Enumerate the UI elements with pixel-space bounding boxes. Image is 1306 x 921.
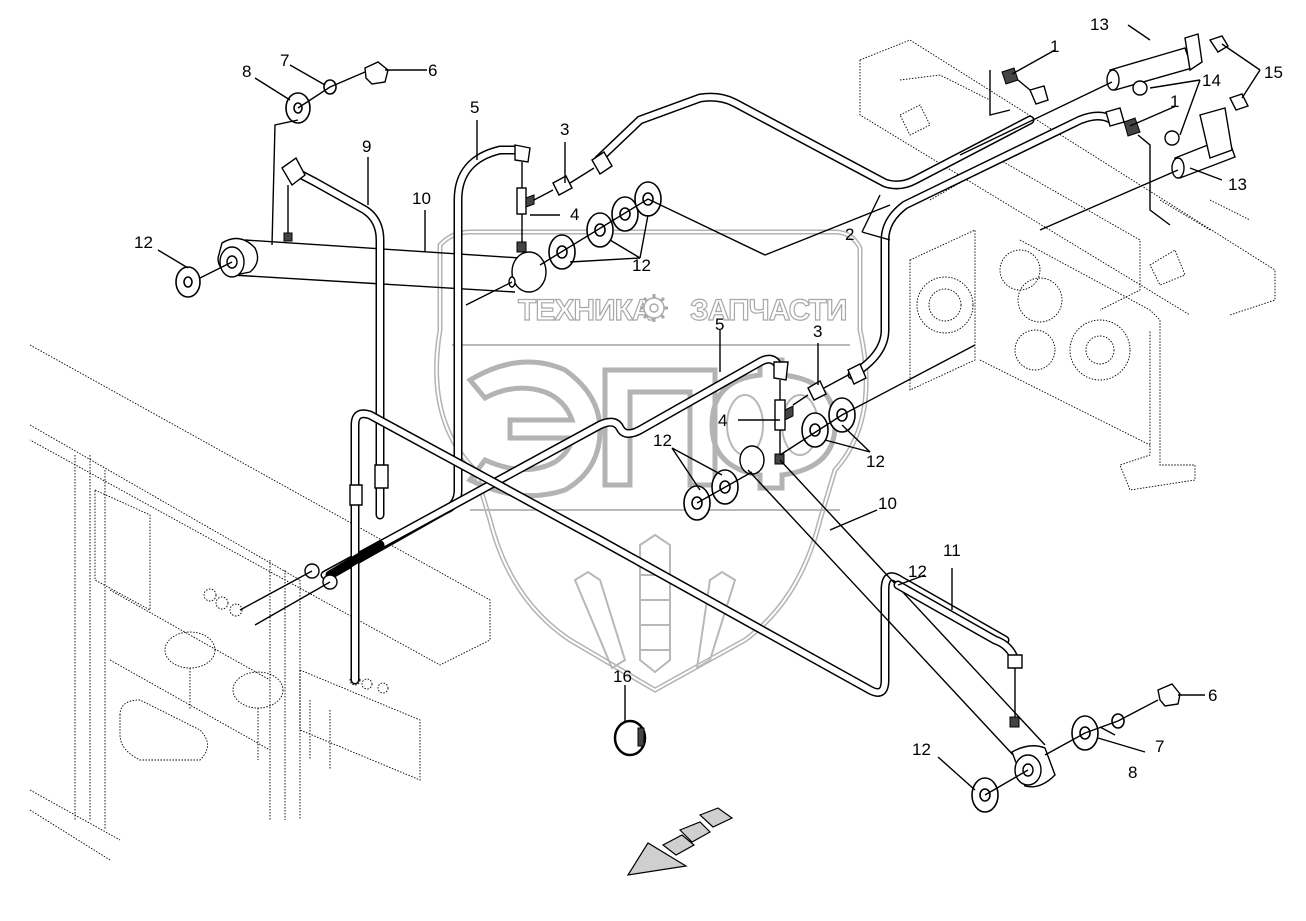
bolt-15-lower: [1229, 93, 1249, 111]
callout-9: 9: [362, 137, 371, 156]
leader-lines: [157, 24, 1261, 791]
direction-of-travel-arrow: [626, 807, 734, 876]
hose-clamp-16: [613, 719, 647, 757]
nut-14-top: [1132, 80, 1148, 96]
pipe-5-lower: [320, 354, 794, 580]
pipe-10-lower: [739, 445, 1056, 788]
callout-16: 16: [613, 667, 632, 686]
callout-11: 11: [943, 541, 961, 560]
callout-12: 12: [908, 562, 927, 581]
callout-6: 6: [428, 61, 437, 80]
callout-15: 15: [1264, 63, 1283, 82]
callout-13: 13: [1090, 15, 1109, 34]
tractor-frame-left: [29, 344, 491, 861]
tractor-frame-right: [859, 39, 1276, 491]
hardware: [175, 33, 1249, 813]
callout-12: 12: [866, 452, 885, 471]
fitting-3-lower: [807, 380, 827, 401]
watermark-letter-f: [709, 357, 838, 491]
valve-bank: [203, 588, 389, 694]
callout-5: 5: [470, 98, 479, 117]
callout-8: 8: [1128, 763, 1137, 782]
callout-2: 2: [845, 225, 854, 244]
callout-10: 10: [412, 189, 431, 208]
fitting-1-lower: [1123, 117, 1141, 137]
bolt-15-top: [1208, 35, 1229, 53]
callout-8: 8: [242, 62, 251, 81]
callout-13: 13: [1228, 175, 1247, 194]
callout-7: 7: [1155, 737, 1164, 756]
callout-1: 1: [1170, 92, 1179, 111]
cylinder-end: [511, 251, 547, 293]
fitting-3-upper: [552, 175, 573, 196]
pipe-10-upper: [217, 237, 547, 306]
callout-12: 12: [134, 233, 153, 252]
bolt-6-bottom: [1157, 683, 1181, 707]
nut-14-lower: [1164, 130, 1180, 146]
callout-4: 4: [718, 411, 727, 430]
callout-12: 12: [912, 740, 931, 759]
callout-12: 12: [653, 431, 672, 450]
callout-6: 6: [1208, 686, 1217, 705]
pin-13-lower: [1171, 107, 1236, 179]
watermark-text-left: ТЕХНИКА: [518, 294, 653, 327]
pipe-11: [893, 580, 1023, 728]
callout-4: 4: [570, 205, 579, 224]
callout-10: 10: [878, 494, 897, 513]
callout-5: 5: [715, 315, 724, 334]
callout-7: 7: [280, 51, 289, 70]
callout-1: 1: [1050, 37, 1059, 56]
watermark-letter-e: [466, 359, 603, 499]
watermark-text-right: ЗАПЧАСТИ: [690, 294, 846, 327]
callout-12: 12: [632, 256, 651, 275]
pipe-2: [591, 85, 1125, 385]
pipe-9: [281, 156, 385, 520]
pin-13-top: [1106, 33, 1203, 91]
callout-14: 14: [1202, 71, 1221, 90]
callout-3: 3: [560, 120, 569, 139]
watermark: ТЕХНИКА ЗАПЧАСТИ: [434, 229, 869, 693]
bolt-6-top: [364, 61, 389, 85]
gear-icon: [640, 294, 668, 322]
callout-labels: 1 1 2 3 3 4 4 5 5 6 6 7 7 8 8 9 10 10 11…: [134, 15, 1283, 782]
callout-3: 3: [813, 322, 822, 341]
fitting-1-top: [1001, 67, 1019, 85]
